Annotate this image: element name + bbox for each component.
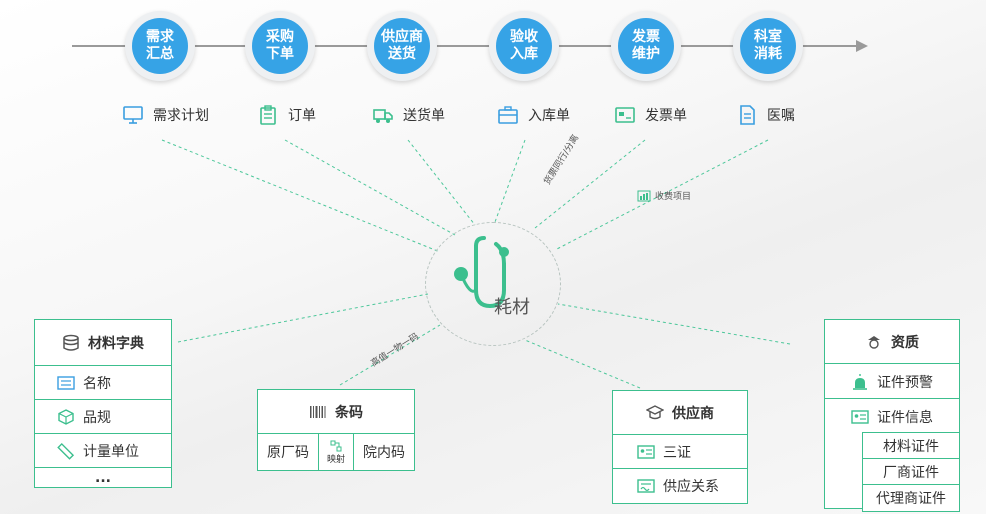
step-label: 发票 — [632, 29, 660, 45]
material-dict-item-name[interactable]: 名称 — [35, 365, 171, 400]
step-label: 维护 — [632, 46, 660, 62]
doc-invoice[interactable]: 发票单 — [614, 104, 687, 126]
panel-title: 供应商 — [672, 405, 714, 422]
panel-title: 条码 — [335, 404, 363, 421]
mapping-icon — [330, 440, 342, 451]
step-inspection-stock-in[interactable]: 验收入库 — [489, 11, 559, 81]
supplier-panel: 供应商 三证 供应关系 — [612, 390, 748, 504]
step-label: 供应商 — [381, 29, 423, 45]
edge-demand — [161, 139, 441, 253]
id-card-icon — [851, 409, 869, 424]
alarm-icon — [853, 373, 867, 390]
supplier-header[interactable]: 供应商 — [613, 391, 747, 434]
officer-icon — [868, 335, 880, 349]
cert-manufacturer[interactable]: 厂商证件 — [862, 458, 960, 486]
monitor-icon — [123, 106, 143, 124]
edge-delivery — [407, 139, 476, 226]
cert-material[interactable]: 材料证件 — [862, 432, 960, 460]
hub-circle — [425, 222, 561, 346]
doc-demand-plan[interactable]: 需求计划 — [122, 104, 209, 126]
step-label: 消耗 — [754, 46, 782, 62]
truck-icon — [373, 109, 393, 123]
doc-delivery-note[interactable]: 送货单 — [372, 104, 445, 126]
row-label: 证件预警 — [877, 374, 933, 391]
material-dict-panel: 材料字典 名称 品规 计量单位 ... — [34, 319, 172, 488]
doc-medical-order[interactable]: 医嘱 — [736, 104, 795, 126]
mapping-cell: 映射 — [318, 434, 354, 470]
edge-label-fee-item: 收费项目 — [637, 189, 691, 202]
invoice-icon — [615, 107, 635, 123]
step-label: 需求 — [146, 29, 174, 45]
row-label: 计量单位 — [83, 444, 139, 460]
cube-icon — [58, 409, 74, 425]
id-card-icon — [637, 445, 655, 459]
edge-barcode — [339, 324, 441, 386]
hospital-code[interactable]: 院内码 — [363, 445, 405, 461]
supplier-item-certs[interactable]: 三证 — [613, 434, 747, 469]
list-icon — [57, 376, 75, 390]
factory-code[interactable]: 原厂码 — [267, 445, 309, 461]
doc-order[interactable]: 订单 — [257, 104, 316, 126]
chart-icon — [637, 190, 651, 201]
step-label: 下单 — [266, 46, 294, 62]
prescription-icon — [740, 105, 755, 125]
barcode-panel: 条码 原厂码 映射 院内码 — [257, 389, 415, 471]
clipboard-icon — [260, 105, 276, 125]
process-arrowhead — [856, 40, 868, 52]
barcode-mapping-row: 原厂码 映射 院内码 — [258, 433, 414, 470]
doc-label: 送货单 — [403, 108, 445, 124]
doc-label: 订单 — [288, 108, 316, 124]
step-label: 送货 — [388, 46, 416, 62]
step-demand-summary[interactable]: 需求汇总 — [125, 11, 195, 81]
qualification-item-alert[interactable]: 证件预警 — [825, 363, 959, 399]
step-department-consumption[interactable]: 科室消耗 — [733, 11, 803, 81]
panel-title: 资质 — [891, 334, 919, 351]
ruler-icon — [57, 442, 75, 460]
doc-label: 需求计划 — [153, 108, 209, 124]
contract-icon — [637, 479, 655, 493]
material-dict-more[interactable]: ... — [35, 467, 171, 487]
step-label: 验收 — [510, 29, 538, 45]
step-label: 采购 — [266, 29, 294, 45]
material-dict-header[interactable]: 材料字典 — [35, 320, 171, 365]
barcode-icon — [310, 405, 326, 418]
mapping-label: 映射 — [326, 454, 345, 465]
step-supplier-delivery[interactable]: 供应商送货 — [367, 11, 437, 81]
barcode-header[interactable]: 条码 — [258, 390, 414, 433]
doc-label: 医嘱 — [767, 108, 795, 124]
material-dict-item-unit[interactable]: 计量单位 — [35, 433, 171, 468]
row-label: 品规 — [83, 410, 111, 426]
step-purchase-order[interactable]: 采购下单 — [245, 11, 315, 81]
step-invoice-maintenance[interactable]: 发票维护 — [611, 11, 681, 81]
database-icon — [63, 334, 79, 351]
edge-supplier — [524, 339, 641, 389]
doc-label: 入库单 — [528, 108, 570, 124]
hub-label: 耗材 — [494, 297, 530, 318]
row-label: 供应关系 — [663, 479, 719, 495]
row-label: 名称 — [83, 376, 111, 392]
edge-dict — [177, 293, 429, 343]
cert-agent[interactable]: 代理商证件 — [862, 484, 960, 512]
step-label: 科室 — [754, 29, 782, 45]
row-label: 证件信息 — [877, 409, 933, 426]
panel-title: 材料字典 — [88, 335, 144, 352]
toolbox-icon — [498, 106, 518, 124]
doc-label: 发票单 — [645, 108, 687, 124]
doc-stock-in[interactable]: 入库单 — [497, 104, 570, 126]
step-label: 汇总 — [146, 46, 174, 62]
edge-order-advice — [554, 139, 769, 251]
row-label: 三证 — [663, 445, 691, 461]
graduation-cap-icon — [646, 404, 664, 419]
edge-label-text: 收费项目 — [655, 192, 692, 202]
step-label: 入库 — [510, 46, 538, 62]
edge-order — [284, 139, 456, 236]
qualification-item-info[interactable]: 证件信息 — [825, 398, 959, 434]
edge-qualification — [557, 303, 791, 345]
edge-receipt — [494, 139, 526, 223]
supplier-item-relation[interactable]: 供应关系 — [613, 468, 747, 503]
material-dict-item-spec[interactable]: 品规 — [35, 399, 171, 434]
qualification-header[interactable]: 资质 — [825, 320, 959, 363]
